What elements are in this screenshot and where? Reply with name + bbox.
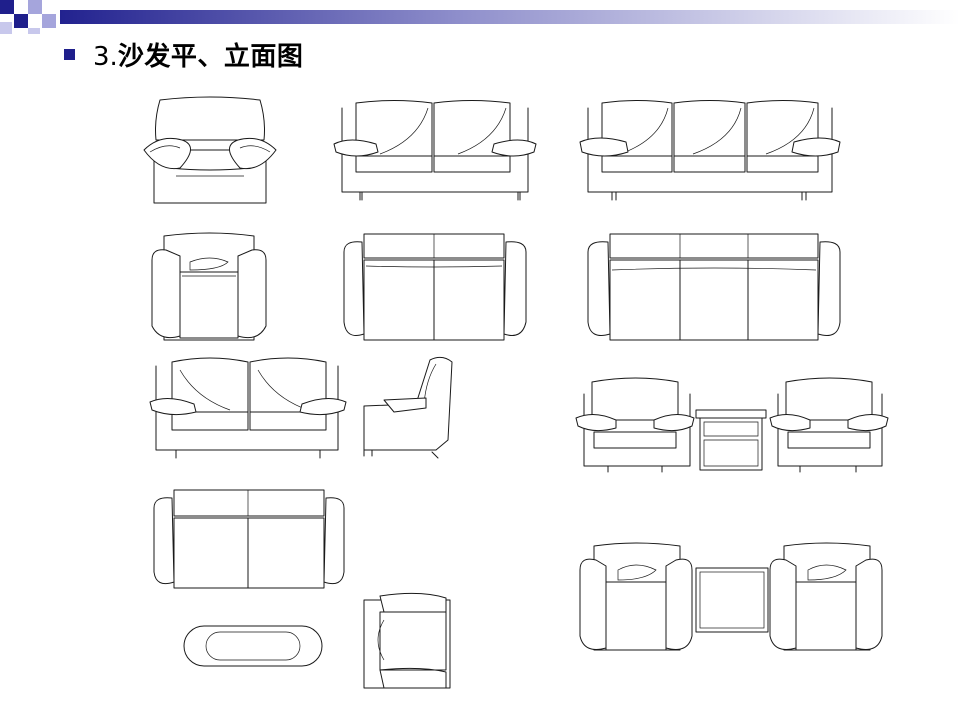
loveseat-plan-view <box>153 489 345 589</box>
logo-square <box>0 0 14 14</box>
armchairs-with-side-table-elevation <box>575 377 889 473</box>
logo-square <box>0 22 12 34</box>
armchair-plan-rotated <box>363 592 451 689</box>
two-seat-sofa-front-elevation <box>333 100 537 201</box>
logo-square <box>28 0 42 14</box>
armchair-front-elevation <box>143 96 277 204</box>
armchairs-with-table-plan-view <box>579 542 883 651</box>
header-gradient-bar <box>60 10 960 24</box>
header-band <box>0 0 960 34</box>
three-seat-sofa-front-elevation <box>579 100 841 201</box>
title-label: 3.沙发平、立面图 <box>93 36 303 73</box>
three-seat-sofa-plan-view <box>587 233 841 341</box>
logo-square <box>42 14 56 28</box>
logo-square <box>28 28 40 34</box>
slide-title: 3.沙发平、立面图 <box>64 36 303 72</box>
armchair-side-elevation <box>363 356 453 459</box>
oval-coffee-table-plan <box>183 625 323 667</box>
square-bullet-icon <box>64 48 75 60</box>
loveseat-front-elevation <box>149 357 347 459</box>
logo-square <box>14 14 28 28</box>
two-seat-sofa-plan-view <box>343 233 527 341</box>
title-text: 沙发平、立面图 <box>117 41 304 72</box>
armchair-plan-view <box>151 232 267 341</box>
title-number: 3. <box>93 41 118 72</box>
